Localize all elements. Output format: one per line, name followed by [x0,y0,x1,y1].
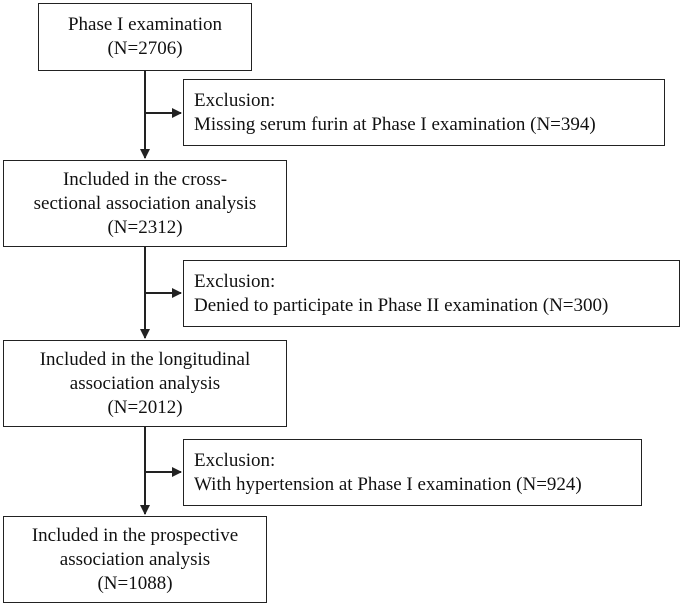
cross-sectional-count: (N=2312) [107,216,183,238]
exclusion2-box: Exclusion: Denied to participate in Phas… [183,260,680,327]
exclusion3-heading: Exclusion: [194,449,276,471]
longitudinal-line2: association analysis [69,372,221,394]
exclusion2-detail: Denied to participate in Phase II examin… [194,294,609,316]
phase1-count: (N=2706) [107,38,183,59]
phase1-title: Phase I examination [67,14,223,35]
longitudinal-box: Included in the longitudinal association… [3,340,287,427]
prospective-line2: association analysis [59,548,211,570]
prospective-count: (N=1088) [97,572,173,594]
exclusion1-heading: Exclusion: [194,89,276,111]
exclusion3-box: Exclusion: With hypertension at Phase I … [183,439,642,506]
phase1-box: Phase I examination (N=2706) [38,3,252,71]
cross-sectional-box: Included in the cross- sectional associa… [3,160,287,247]
exclusion1-detail: Missing serum furin at Phase I examinati… [194,113,596,135]
exclusion2-heading: Exclusion: [194,270,276,292]
longitudinal-count: (N=2012) [107,396,183,418]
exclusion3-detail: With hypertension at Phase I examination… [194,473,582,495]
cross-sectional-line2: sectional association analysis [33,192,257,214]
cross-sectional-line1: Included in the cross- [62,168,228,190]
longitudinal-line1: Included in the longitudinal [39,348,251,370]
prospective-line1: Included in the prospective [31,524,239,546]
prospective-box: Included in the prospective association … [3,516,267,603]
exclusion1-box: Exclusion: Missing serum furin at Phase … [183,79,665,146]
